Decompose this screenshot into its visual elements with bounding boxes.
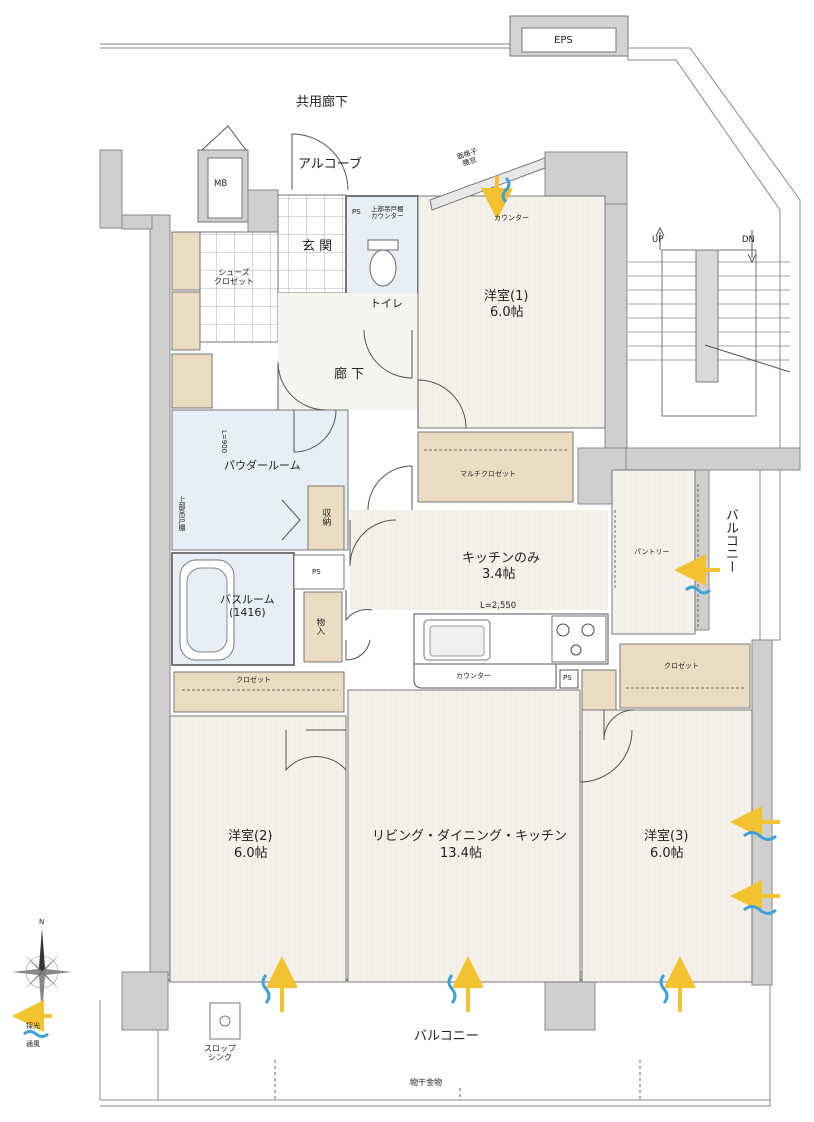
common-corridor-label: 共用廊下 xyxy=(296,95,349,110)
drying-hardware-label: 物干金物 xyxy=(410,1078,442,1087)
western-room-2-name: 洋室(2) xyxy=(228,829,273,844)
upper-cabinet-label: 上部吊戸棚 xyxy=(178,496,187,531)
stair-dn-label: DN xyxy=(742,235,755,245)
mono-storage-label: 物入 xyxy=(314,618,325,635)
alcove-label: アルコーブ xyxy=(298,157,362,172)
l900-label: L=900 xyxy=(220,430,229,454)
legend-icons xyxy=(12,1000,52,1038)
ps-kitchen-label: PS xyxy=(563,674,572,682)
l2550-label: L=2,550 xyxy=(480,601,517,611)
rooms xyxy=(169,194,753,1040)
corridor-label: 廊 下 xyxy=(334,367,365,382)
north-label: N xyxy=(39,918,45,926)
legend-light-label: 採光 xyxy=(26,1022,40,1030)
bathroom-label: バスルーム (1416) xyxy=(220,593,275,619)
ldk-size: 13.4帖 xyxy=(440,846,482,861)
multi-closet-label: マルチクロゼット xyxy=(460,470,516,478)
pantry-label: パントリー xyxy=(634,548,670,556)
ps-toilet-label: PS xyxy=(352,208,361,216)
legend-wind-label: 通風 xyxy=(26,1040,40,1048)
storage-label: 収納 xyxy=(320,508,331,526)
western-room-3-size: 6.0帖 xyxy=(650,846,684,861)
counter-top-label: カウンター xyxy=(494,214,529,222)
light-wind-symbols xyxy=(261,157,780,1012)
western-room-2-size: 6.0帖 xyxy=(234,846,268,861)
kitchen-size: 3.4帖 xyxy=(482,567,516,582)
toilet-fixture xyxy=(367,239,399,287)
kitchen-name: キッチンのみ xyxy=(462,551,541,566)
staircase xyxy=(628,226,791,417)
eps-label: EPS xyxy=(554,35,573,46)
mb-label: MB xyxy=(214,179,228,189)
ldk-name: リビング・ダイニング・キッチン xyxy=(372,829,568,844)
counter-kitchen-label: カウンター xyxy=(456,672,491,680)
ps-bath-label: PS xyxy=(312,568,321,576)
closet-left-label: クロゼット xyxy=(236,676,271,684)
slop-sink-label: スロップ シンク xyxy=(204,1044,236,1063)
stair-up-label: UP xyxy=(652,235,664,245)
western-room-3-name: 洋室(3) xyxy=(644,829,689,844)
powder-room-label: パウダールーム xyxy=(224,459,301,472)
toilet-label: トイレ xyxy=(370,297,403,310)
western-room-1-size: 6.0帖 xyxy=(490,305,524,320)
western-room-1-name: 洋室(1) xyxy=(484,289,529,304)
upper-cabinet-counter-label: 上部吊戸棚 カウンター xyxy=(371,205,404,221)
doors xyxy=(201,125,635,783)
balcony-side-label: バルコニー xyxy=(722,508,738,573)
shoe-closet-label: シューズ クロゼット xyxy=(214,268,254,287)
entrance-label: 玄 関 xyxy=(302,239,333,254)
north-compass-icon xyxy=(12,928,72,1016)
exterior-walls xyxy=(99,15,801,1107)
balcony-label: バルコニー xyxy=(414,1029,479,1044)
closet-right-label: クロゼット xyxy=(664,662,699,670)
